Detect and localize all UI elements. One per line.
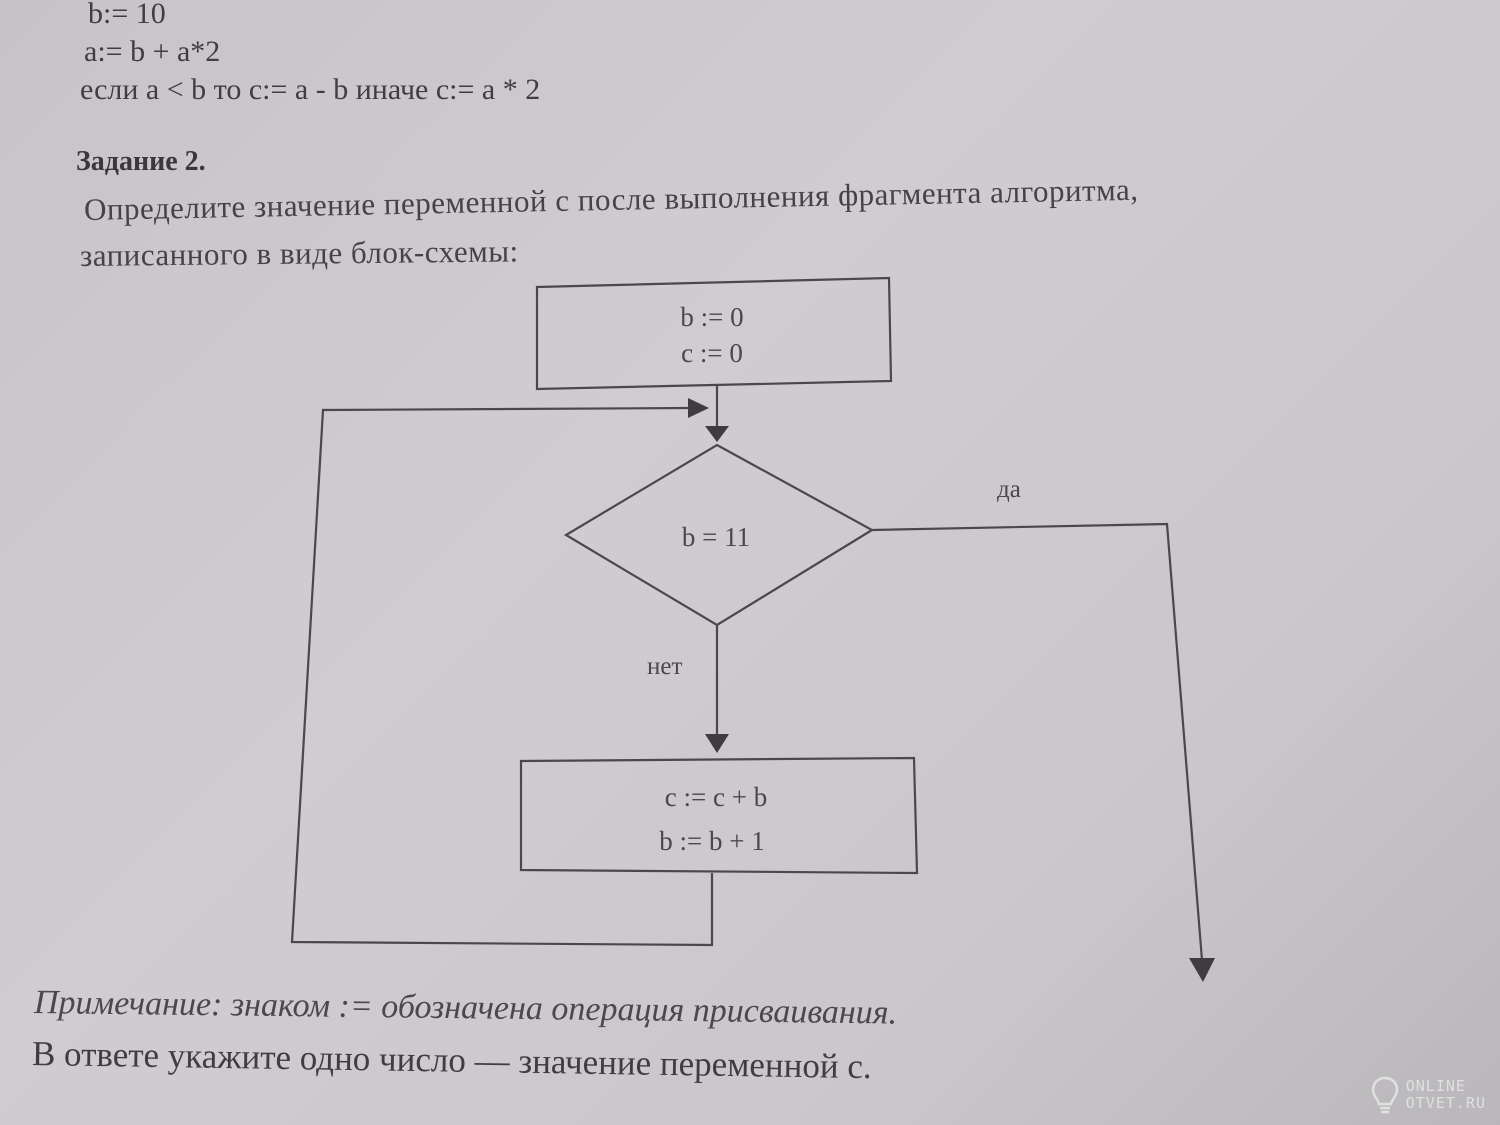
no-label: нет [647, 653, 682, 680]
loop-back-line [290, 406, 714, 947]
init-text-line-2: c := 0 [681, 338, 743, 368]
watermark-line-1: ONLINE [1405, 1077, 1466, 1095]
lightbulb-icon [1371, 1076, 1399, 1114]
yes-label: да [997, 476, 1021, 503]
body-block [519, 756, 919, 875]
no-arrowhead [705, 734, 729, 753]
code-line-2: a:= b + a*2 [84, 35, 221, 68]
init-block [535, 276, 893, 391]
code-line-1: b:= 10 [88, 0, 166, 30]
body-text-line-1: c := c + b [665, 782, 767, 812]
condition-text: b = 11 [682, 522, 750, 552]
task-title: Задание 2. [76, 146, 206, 177]
loop-arrowhead [688, 398, 709, 418]
yes-arrowhead [1189, 958, 1215, 982]
code-line-3: если a < b то c:= a - b иначе c:= a * 2 [80, 73, 541, 106]
watermark: ONLINE OTVET.RU [1370, 1075, 1486, 1115]
body-text-line-2: b := b + 1 [659, 826, 764, 856]
yes-branch-line [871, 522, 1204, 961]
watermark-line-2: OTVET.RU [1405, 1094, 1486, 1112]
init-text-line-1: b := 0 [680, 302, 743, 332]
entry-arrowhead [705, 426, 729, 442]
